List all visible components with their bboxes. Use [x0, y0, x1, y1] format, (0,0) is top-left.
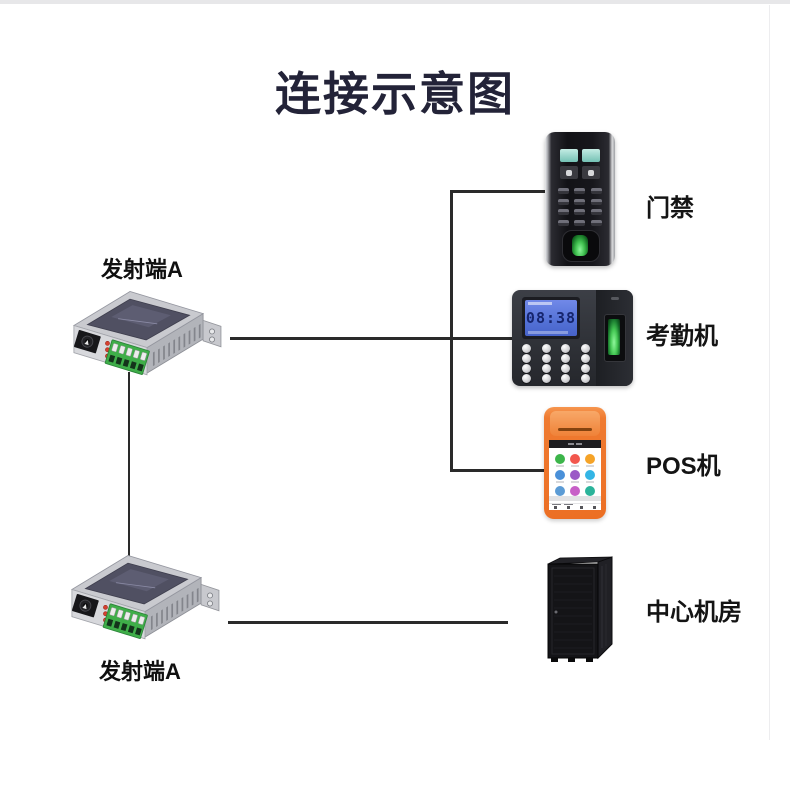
terminal-block — [102, 603, 148, 639]
att-key — [580, 354, 590, 363]
pos-status-bar — [549, 440, 601, 448]
fingerprint-window — [608, 319, 620, 355]
ac-key — [558, 188, 569, 194]
att-key — [580, 374, 590, 383]
pos-app-icon — [569, 470, 580, 483]
label-sticker — [111, 305, 171, 328]
att-key — [541, 364, 551, 373]
lcd-screen: 08:38 — [525, 300, 577, 336]
ac-key — [558, 198, 569, 205]
pos-label: POS机 — [646, 453, 721, 480]
ac-key — [574, 219, 586, 226]
screen-tile-icon — [582, 149, 600, 162]
fiber-transceiver-bottom — [60, 550, 230, 646]
access-control-keypad — [558, 188, 602, 226]
att-key — [541, 374, 551, 383]
att-key — [580, 364, 590, 373]
pos-app-icon — [585, 486, 596, 499]
fingerprint-window — [572, 235, 588, 256]
pos-app-icon — [554, 486, 565, 499]
line-trunk-vertical — [450, 190, 453, 472]
line-to-pos — [450, 469, 549, 472]
transmitter-bottom-label: 发射端A — [99, 659, 181, 684]
server-rack-illustration — [547, 556, 613, 662]
pos-terminal-device — [544, 407, 606, 519]
pos-app-icon — [569, 454, 580, 467]
pos-divider-bar — [549, 496, 601, 501]
fiber-transceiver-illustration — [70, 555, 220, 640]
att-key — [580, 344, 590, 353]
fingerprint-sensor-icon — [562, 230, 600, 262]
att-key — [561, 354, 571, 363]
pos-app-grid — [549, 448, 601, 499]
pos-nav-bar — [549, 503, 601, 510]
vent-slots-icon — [150, 587, 199, 631]
label-sticker — [109, 569, 169, 592]
att-key — [522, 364, 532, 373]
line-transmitter-to-transmitter — [128, 372, 130, 562]
transmitter-top-label: 发射端A — [101, 257, 183, 282]
line-transmitter-to-attendance — [230, 337, 513, 340]
pos-app-icon — [554, 470, 565, 483]
top-border-strip — [0, 0, 790, 4]
ac-key — [558, 209, 569, 215]
line-to-access-control — [450, 190, 549, 193]
ac-key — [574, 188, 586, 194]
ac-key — [590, 188, 602, 194]
pos-app-icon — [554, 454, 565, 467]
att-key — [561, 374, 571, 383]
att-key — [522, 344, 532, 353]
att-key — [561, 364, 571, 373]
att-key — [561, 344, 571, 353]
vent-slots-icon — [152, 323, 201, 367]
screen-tile-icon — [560, 149, 578, 162]
pos-app-icon — [585, 454, 596, 467]
fiber-port-icon — [71, 593, 99, 618]
pos-app-icon — [585, 470, 596, 483]
attendance-label: 考勤机 — [646, 323, 718, 350]
fiber-transceiver-top — [62, 286, 232, 382]
att-key — [522, 354, 532, 363]
access-control-device — [545, 132, 615, 266]
ac-key — [590, 209, 602, 215]
attendance-keypad — [521, 344, 591, 383]
ac-key — [558, 219, 569, 226]
function-tile-icon — [582, 166, 600, 179]
ac-key — [590, 219, 602, 226]
page-edge-line — [769, 5, 770, 740]
function-tile-icon — [560, 166, 578, 179]
printer-module — [550, 411, 600, 436]
access-control-label: 门禁 — [646, 195, 694, 222]
ac-key — [590, 198, 602, 205]
printer-slot-icon — [558, 428, 592, 431]
screen-time: 08:38 — [525, 309, 577, 327]
rack-lock-icon — [554, 610, 558, 614]
ac-key — [574, 198, 586, 205]
terminal-block — [104, 339, 150, 375]
fiber-transceiver-illustration — [72, 291, 222, 376]
fingerprint-sensor-icon — [604, 314, 626, 362]
attendance-machine-device: 08:38 — [512, 290, 633, 386]
att-key — [522, 374, 532, 383]
pos-screen — [549, 440, 601, 510]
access-control-display-tiles — [560, 149, 600, 179]
att-key — [541, 354, 551, 363]
ac-key — [574, 209, 586, 215]
server-rack-device — [542, 552, 618, 666]
attendance-side-panel — [596, 290, 633, 386]
attendance-screen-bezel: 08:38 — [522, 297, 580, 339]
att-key — [541, 344, 551, 353]
diagram-title: 连接示意图 — [275, 68, 515, 120]
pos-app-icon — [569, 486, 580, 499]
server-rack-label: 中心机房 — [646, 599, 742, 626]
fiber-port-icon — [73, 329, 101, 354]
line-to-server-rack — [228, 621, 508, 624]
